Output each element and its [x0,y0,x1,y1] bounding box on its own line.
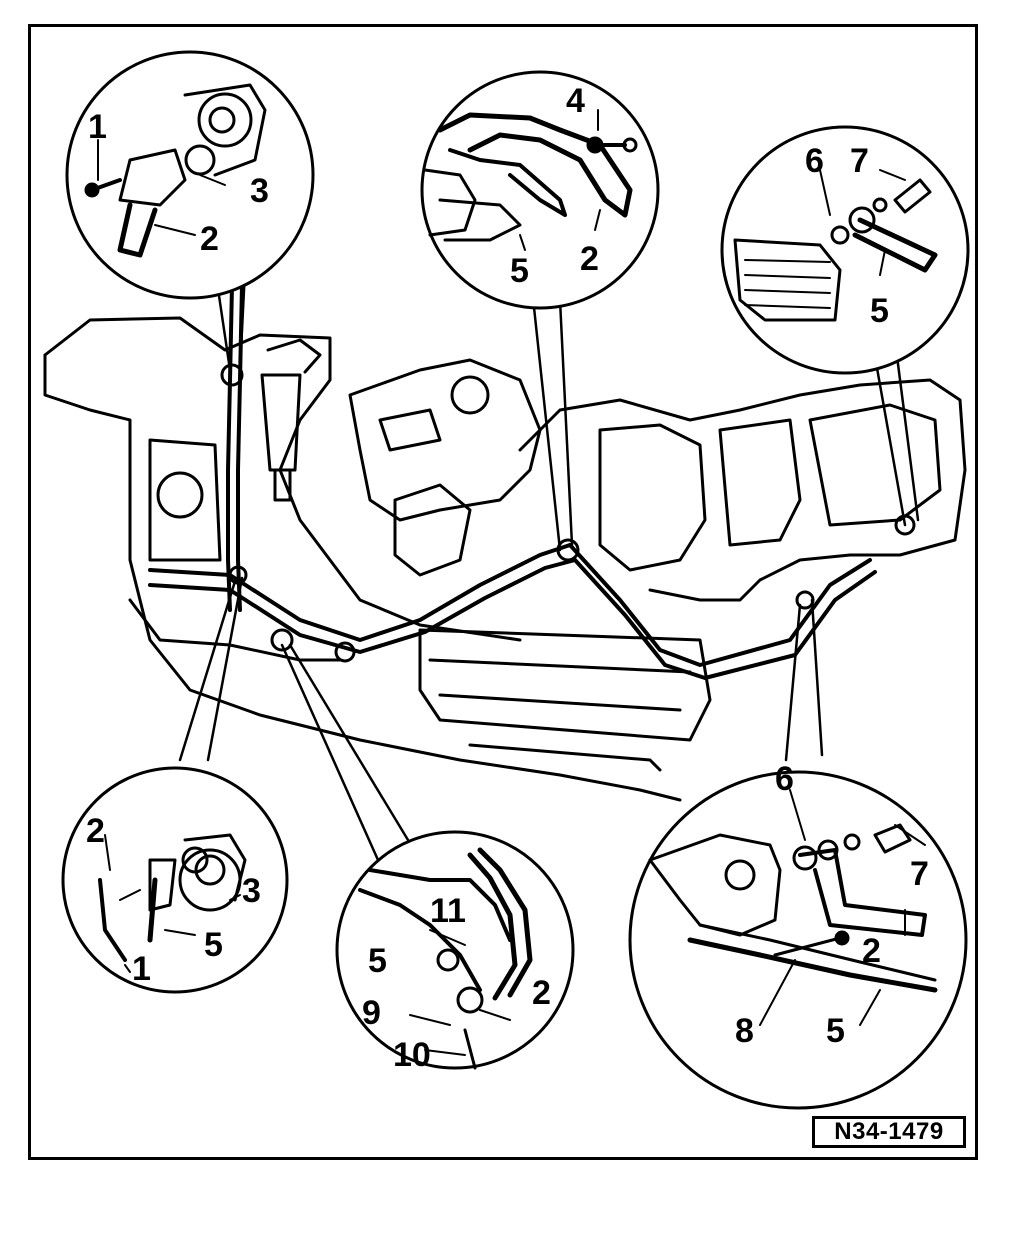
callout-label: 10 [393,1036,431,1074]
callout-label: 1 [88,108,107,146]
detail-circle-bottom-center [335,830,575,1070]
callout-label: 2 [86,812,105,850]
detail-circle-top-right [720,125,970,375]
callout-labels: 1 3 2 4 5 2 6 7 5 2 3 5 1 11 5 2 9 10 6 … [86,82,929,1074]
callout-label: 8 [735,1012,754,1050]
callout-label: 5 [368,942,387,980]
callout-label: 9 [362,994,381,1032]
callout-label: 5 [510,252,529,290]
main-assembly [43,283,967,802]
callout-label: 2 [580,240,599,278]
detail-circle-top-left [65,50,315,300]
callout-label: 6 [775,760,794,798]
callout-label: 5 [204,926,223,964]
callout-label: 2 [532,974,551,1012]
callout-label: 6 [805,142,824,180]
callout-label: 7 [910,855,929,893]
leader-lines [178,253,920,862]
detail-circle-bottom-left [61,766,289,994]
callout-label: 3 [242,872,261,910]
callout-label: 5 [870,292,889,330]
detail-circle-bottom-right [628,770,968,1110]
callout-label: 7 [850,142,869,180]
callout-label: 2 [200,220,219,258]
callout-label: 2 [862,932,881,970]
diagram-frame [28,24,978,1160]
callout-label: 11 [430,892,466,930]
callout-label: 1 [132,950,151,988]
callout-label: 3 [250,172,269,210]
figure-reference-code: N34-1479 [812,1116,966,1148]
callout-label: 4 [566,82,585,120]
callout-label: 5 [826,1012,845,1050]
detail-circle-top-center [420,70,660,310]
